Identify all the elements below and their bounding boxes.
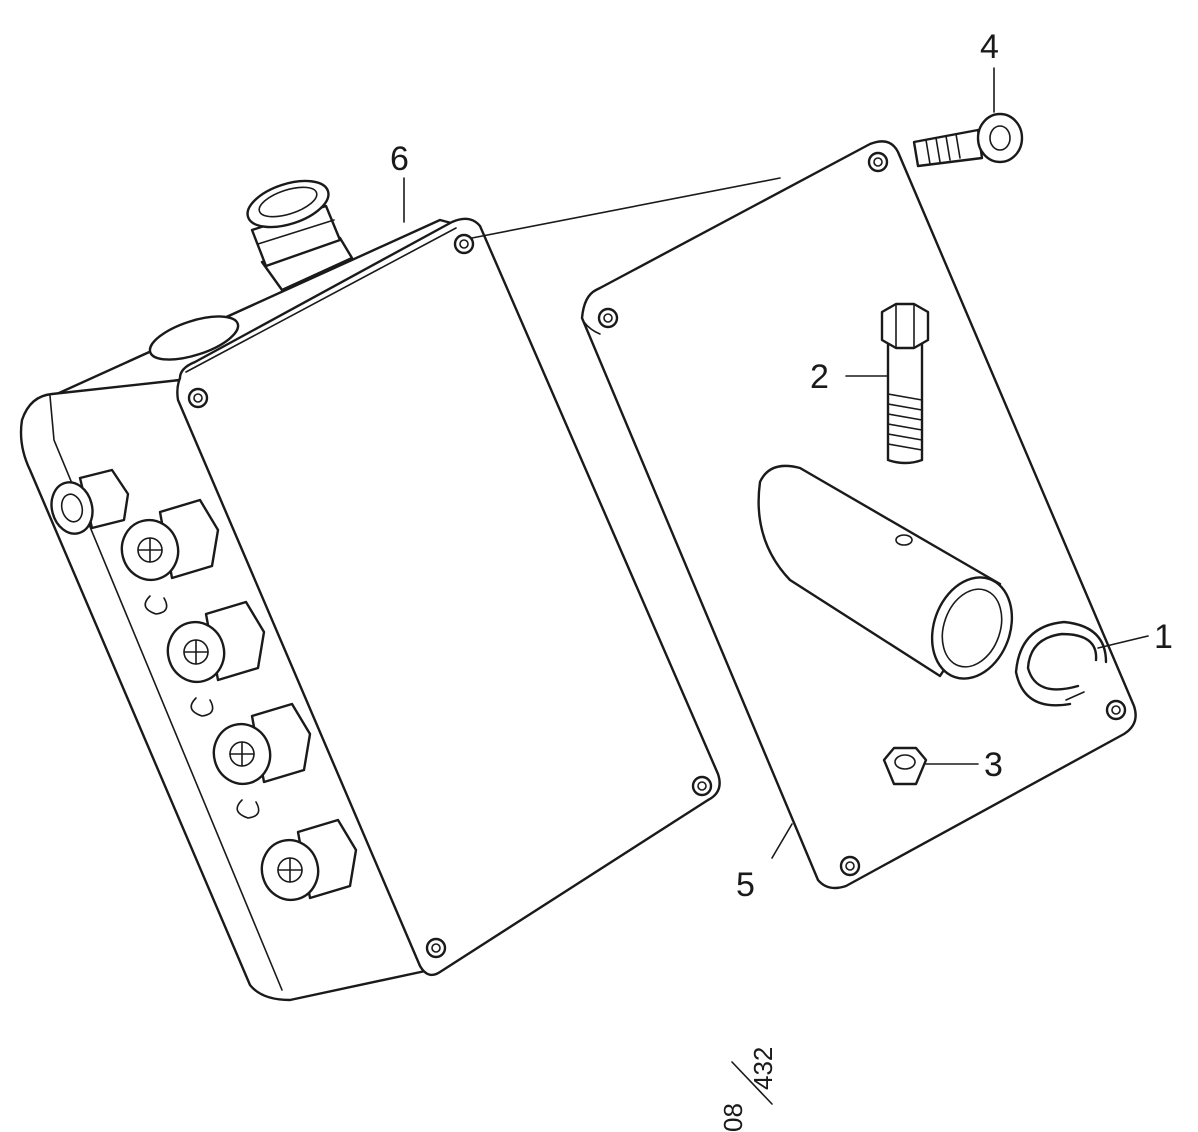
cable-gland-1 — [120, 498, 220, 615]
callout-3: 3 — [984, 746, 1003, 784]
explode-line-top — [471, 177, 781, 239]
cable-gland-2 — [166, 600, 266, 717]
small-plug — [50, 468, 130, 535]
drawing-number: 08 432 — [718, 1047, 778, 1132]
leader-line-5 — [771, 823, 793, 859]
mounting-plate — [580, 140, 1137, 890]
callout-2: 2 — [810, 358, 829, 396]
callout-4: 4 — [980, 28, 999, 66]
callout-5: 5 — [736, 866, 755, 904]
mounting-tube — [757, 464, 1014, 680]
nut — [882, 746, 928, 786]
cable-gland-3 — [212, 702, 312, 819]
socket-screw — [912, 112, 1024, 168]
drawing-number-top: 08 — [718, 1103, 748, 1132]
side-cable-glands — [50, 468, 358, 902]
bolt — [880, 302, 930, 465]
cable-gland-4 — [260, 818, 358, 902]
top-cable-gland — [246, 179, 354, 292]
callout-1: 1 — [1154, 618, 1173, 656]
callout-6: 6 — [390, 140, 409, 178]
drawing-number-bottom: 432 — [748, 1047, 778, 1090]
leader-line-1 — [1097, 635, 1149, 649]
snap-ring — [1014, 620, 1108, 707]
